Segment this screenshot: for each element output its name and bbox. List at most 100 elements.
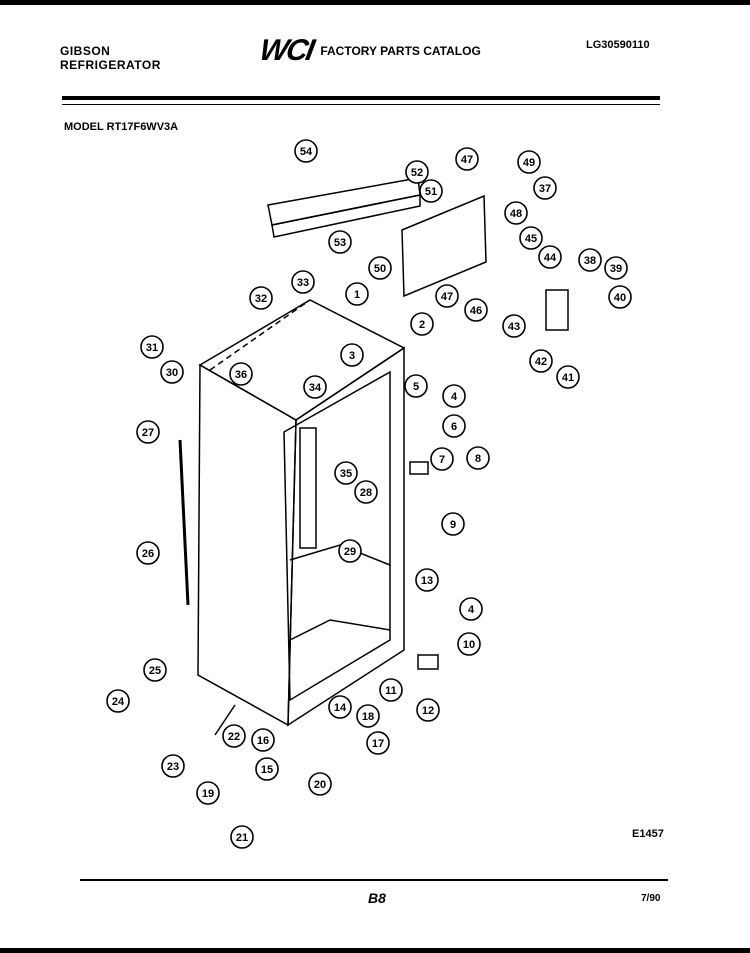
callout-label: 33 [297,277,309,289]
part-cabinet-left [197,363,297,727]
callout-circle [455,147,479,171]
part-shelf [267,177,421,226]
callout-40: 40 [608,285,632,309]
callout-21: 21 [230,825,254,849]
callout-circle [136,420,160,444]
callout-16: 16 [251,728,275,752]
callout-11: 11 [379,678,403,702]
callout-35: 35 [334,461,358,485]
callout-circle [196,781,220,805]
callout-circle [340,343,364,367]
callout-circle [251,728,275,752]
callout-label: 17 [372,738,384,750]
callout-circle [578,248,602,272]
callout-label: 49 [523,157,535,169]
brand-block: GIBSON REFRIGERATOR [60,44,161,72]
callout-label: 42 [535,356,547,368]
brand-name: GIBSON [60,44,111,58]
callout-label: 20 [314,779,326,791]
callout-51: 51 [419,179,443,203]
callout-label: 8 [475,453,481,465]
callout-label: 7 [439,454,445,466]
callout-circle [517,150,541,174]
callout-22: 22 [222,724,246,748]
callout-circle [430,447,454,471]
callout-circle [404,374,428,398]
callout-label: 32 [255,293,267,305]
catalog-header: WCI FACTORY PARTS CATALOG [257,34,481,68]
callout-circle [442,384,466,408]
callout-label: 1 [354,289,360,301]
callout-label: 19 [202,788,214,800]
callout-label: 4 [451,391,458,403]
callout-label: 35 [340,468,352,480]
figure-id: E1457 [632,828,664,840]
callout-8: 8 [466,446,490,470]
callout-label: 43 [508,321,520,333]
callout-42: 42 [529,349,553,373]
page-number: B8 [368,890,386,906]
callout-5: 5 [404,374,428,398]
callout-14: 14 [328,695,352,719]
callout-circle [338,539,362,563]
callout-13: 13 [415,568,439,592]
callout-circle [345,282,369,306]
callout-4: 4 [459,597,483,621]
callout-circle [308,772,332,796]
callout-20: 20 [308,772,332,796]
callout-label: 48 [510,208,522,220]
callout-circle [529,349,553,373]
callout-circle [249,286,273,310]
callout-circle [222,724,246,748]
callout-label: 4 [468,604,475,616]
callout-label: 11 [385,685,397,697]
callout-circle [608,285,632,309]
callout-circle [294,139,318,163]
part-control-panel [401,194,487,298]
part-cabinet-right [287,346,405,727]
callout-18: 18 [356,704,380,728]
callout-circle [410,312,434,336]
callout-circle [604,256,628,280]
callout-15: 15 [255,757,279,781]
callout-label: 47 [461,154,473,166]
callout-circle [441,512,465,536]
callout-41: 41 [556,365,580,389]
callout-47: 47 [455,147,479,171]
callout-label: 14 [334,702,347,714]
callout-circle [255,757,279,781]
callout-circle [466,446,490,470]
callout-label: 47 [441,291,453,303]
callout-label: 12 [422,705,434,717]
callout-3: 3 [340,343,364,367]
callout-32: 32 [249,286,273,310]
callout-circle [136,541,160,565]
callout-circle [556,365,580,389]
callout-2: 2 [410,312,434,336]
callout-25: 25 [143,658,167,682]
callout-circle [416,698,440,722]
footer-rule [80,879,668,881]
callout-label: 39 [610,263,622,275]
callout-label: 37 [539,183,551,195]
callout-label: 36 [235,369,247,381]
callout-label: 3 [349,350,355,362]
callout-label: 21 [236,832,248,844]
callout-24: 24 [106,689,130,713]
callout-label: 15 [261,764,273,776]
callout-circle [459,597,483,621]
callout-37: 37 [533,176,557,200]
header-rule [62,96,660,100]
callout-label: 34 [309,382,322,394]
callout-label: 41 [562,372,574,384]
callout-label: 50 [374,263,386,275]
model-number: MODEL RT17F6WV3A [64,121,179,133]
callout-44: 44 [538,245,562,269]
callout-38: 38 [578,248,602,272]
callout-circle [303,375,327,399]
callout-circle [519,226,543,250]
callout-31: 31 [140,335,164,359]
callout-label: 6 [451,421,457,433]
callout-28: 28 [354,480,378,504]
callout-label: 44 [544,252,557,264]
